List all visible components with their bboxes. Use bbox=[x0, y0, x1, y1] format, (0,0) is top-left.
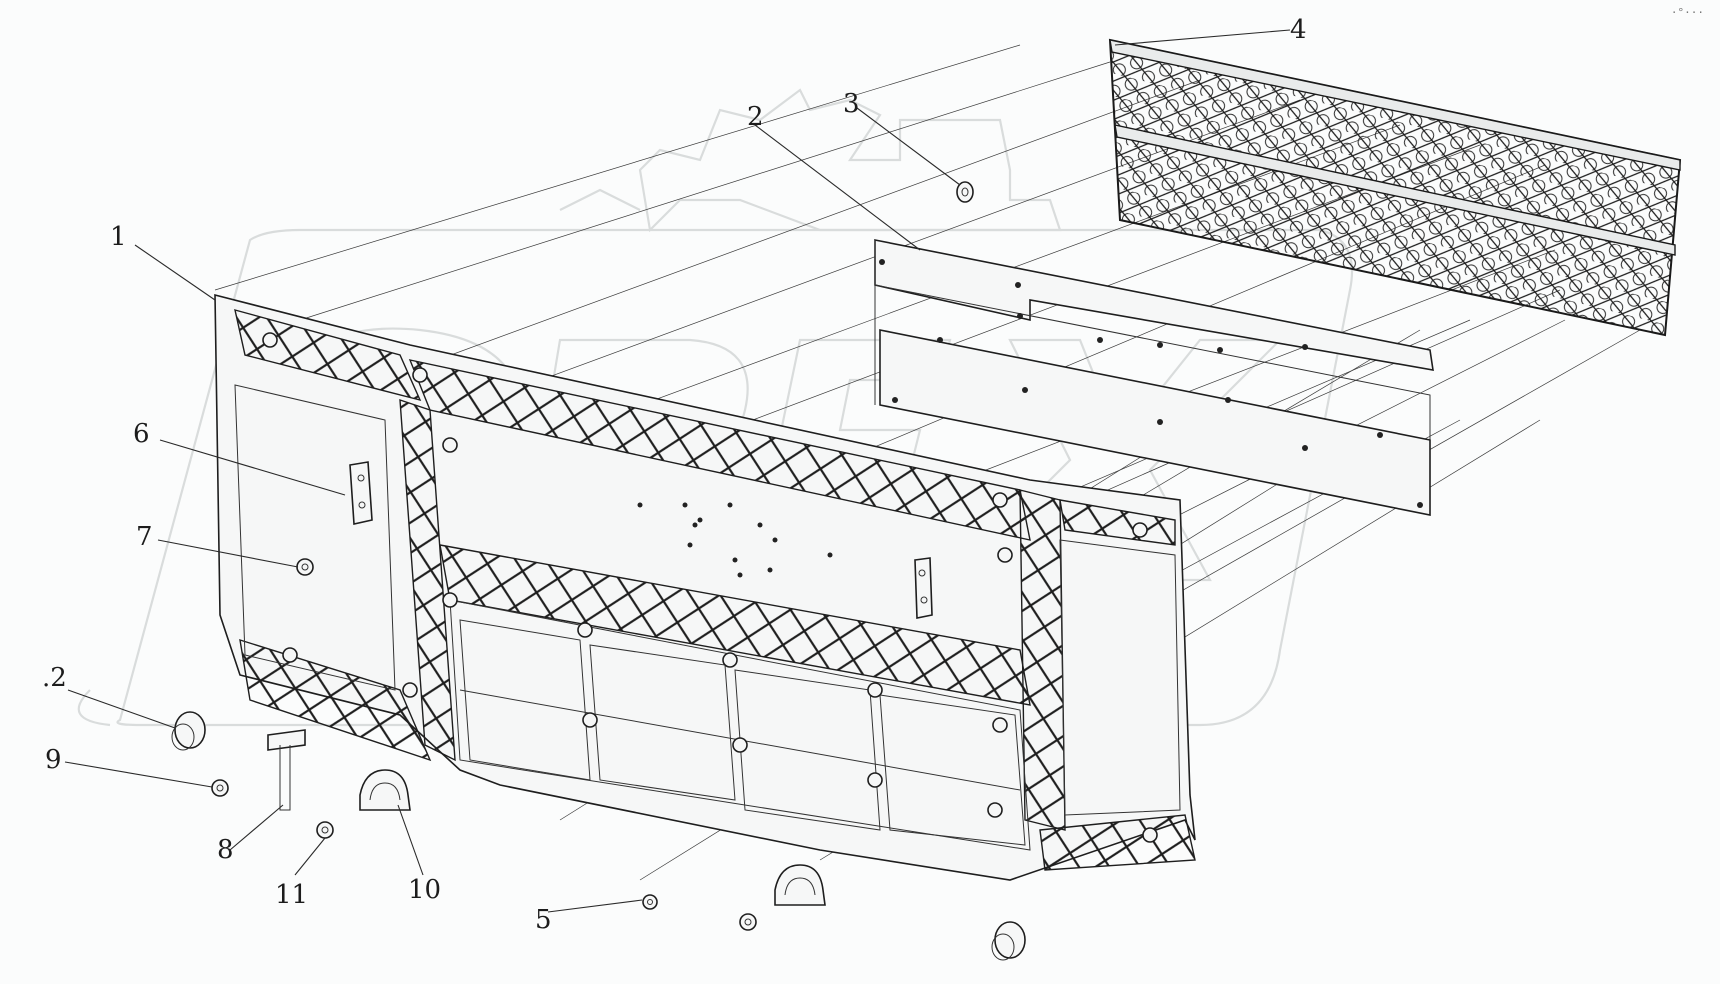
rear-panel-sheet bbox=[874, 239, 1434, 516]
washer-part bbox=[956, 181, 974, 203]
callout-12: .2 bbox=[42, 663, 67, 693]
nut-part bbox=[296, 558, 314, 576]
callout-2: 2 bbox=[747, 102, 764, 132]
callout-3: 3 bbox=[843, 89, 860, 119]
hinge-bracket bbox=[359, 769, 826, 906]
callout-1: 1 bbox=[110, 222, 127, 252]
callout-11: 11 bbox=[275, 880, 308, 910]
callout-10: 10 bbox=[408, 875, 441, 905]
callout-labels: 1 2 3 4 5 6 7 8 9 10 11 .2 bbox=[42, 15, 1307, 935]
callout-8: 8 bbox=[217, 835, 234, 865]
rubber-buffer bbox=[171, 711, 1026, 961]
strap-clip bbox=[267, 729, 306, 811]
corner-mark: ·°··· bbox=[1670, 6, 1704, 19]
callout-9: 9 bbox=[45, 745, 62, 775]
callout-leaders bbox=[64, 29, 1291, 913]
mounting-bracket bbox=[349, 461, 933, 619]
bolt-part bbox=[211, 779, 229, 797]
screw-part bbox=[642, 894, 658, 910]
mesh-insert bbox=[1108, 38, 1682, 337]
callout-4: 4 bbox=[1290, 15, 1307, 45]
callout-6: 6 bbox=[133, 419, 150, 449]
main-grille-frame bbox=[214, 293, 1196, 881]
callout-5: 5 bbox=[535, 905, 552, 935]
callout-7: 7 bbox=[136, 522, 153, 552]
